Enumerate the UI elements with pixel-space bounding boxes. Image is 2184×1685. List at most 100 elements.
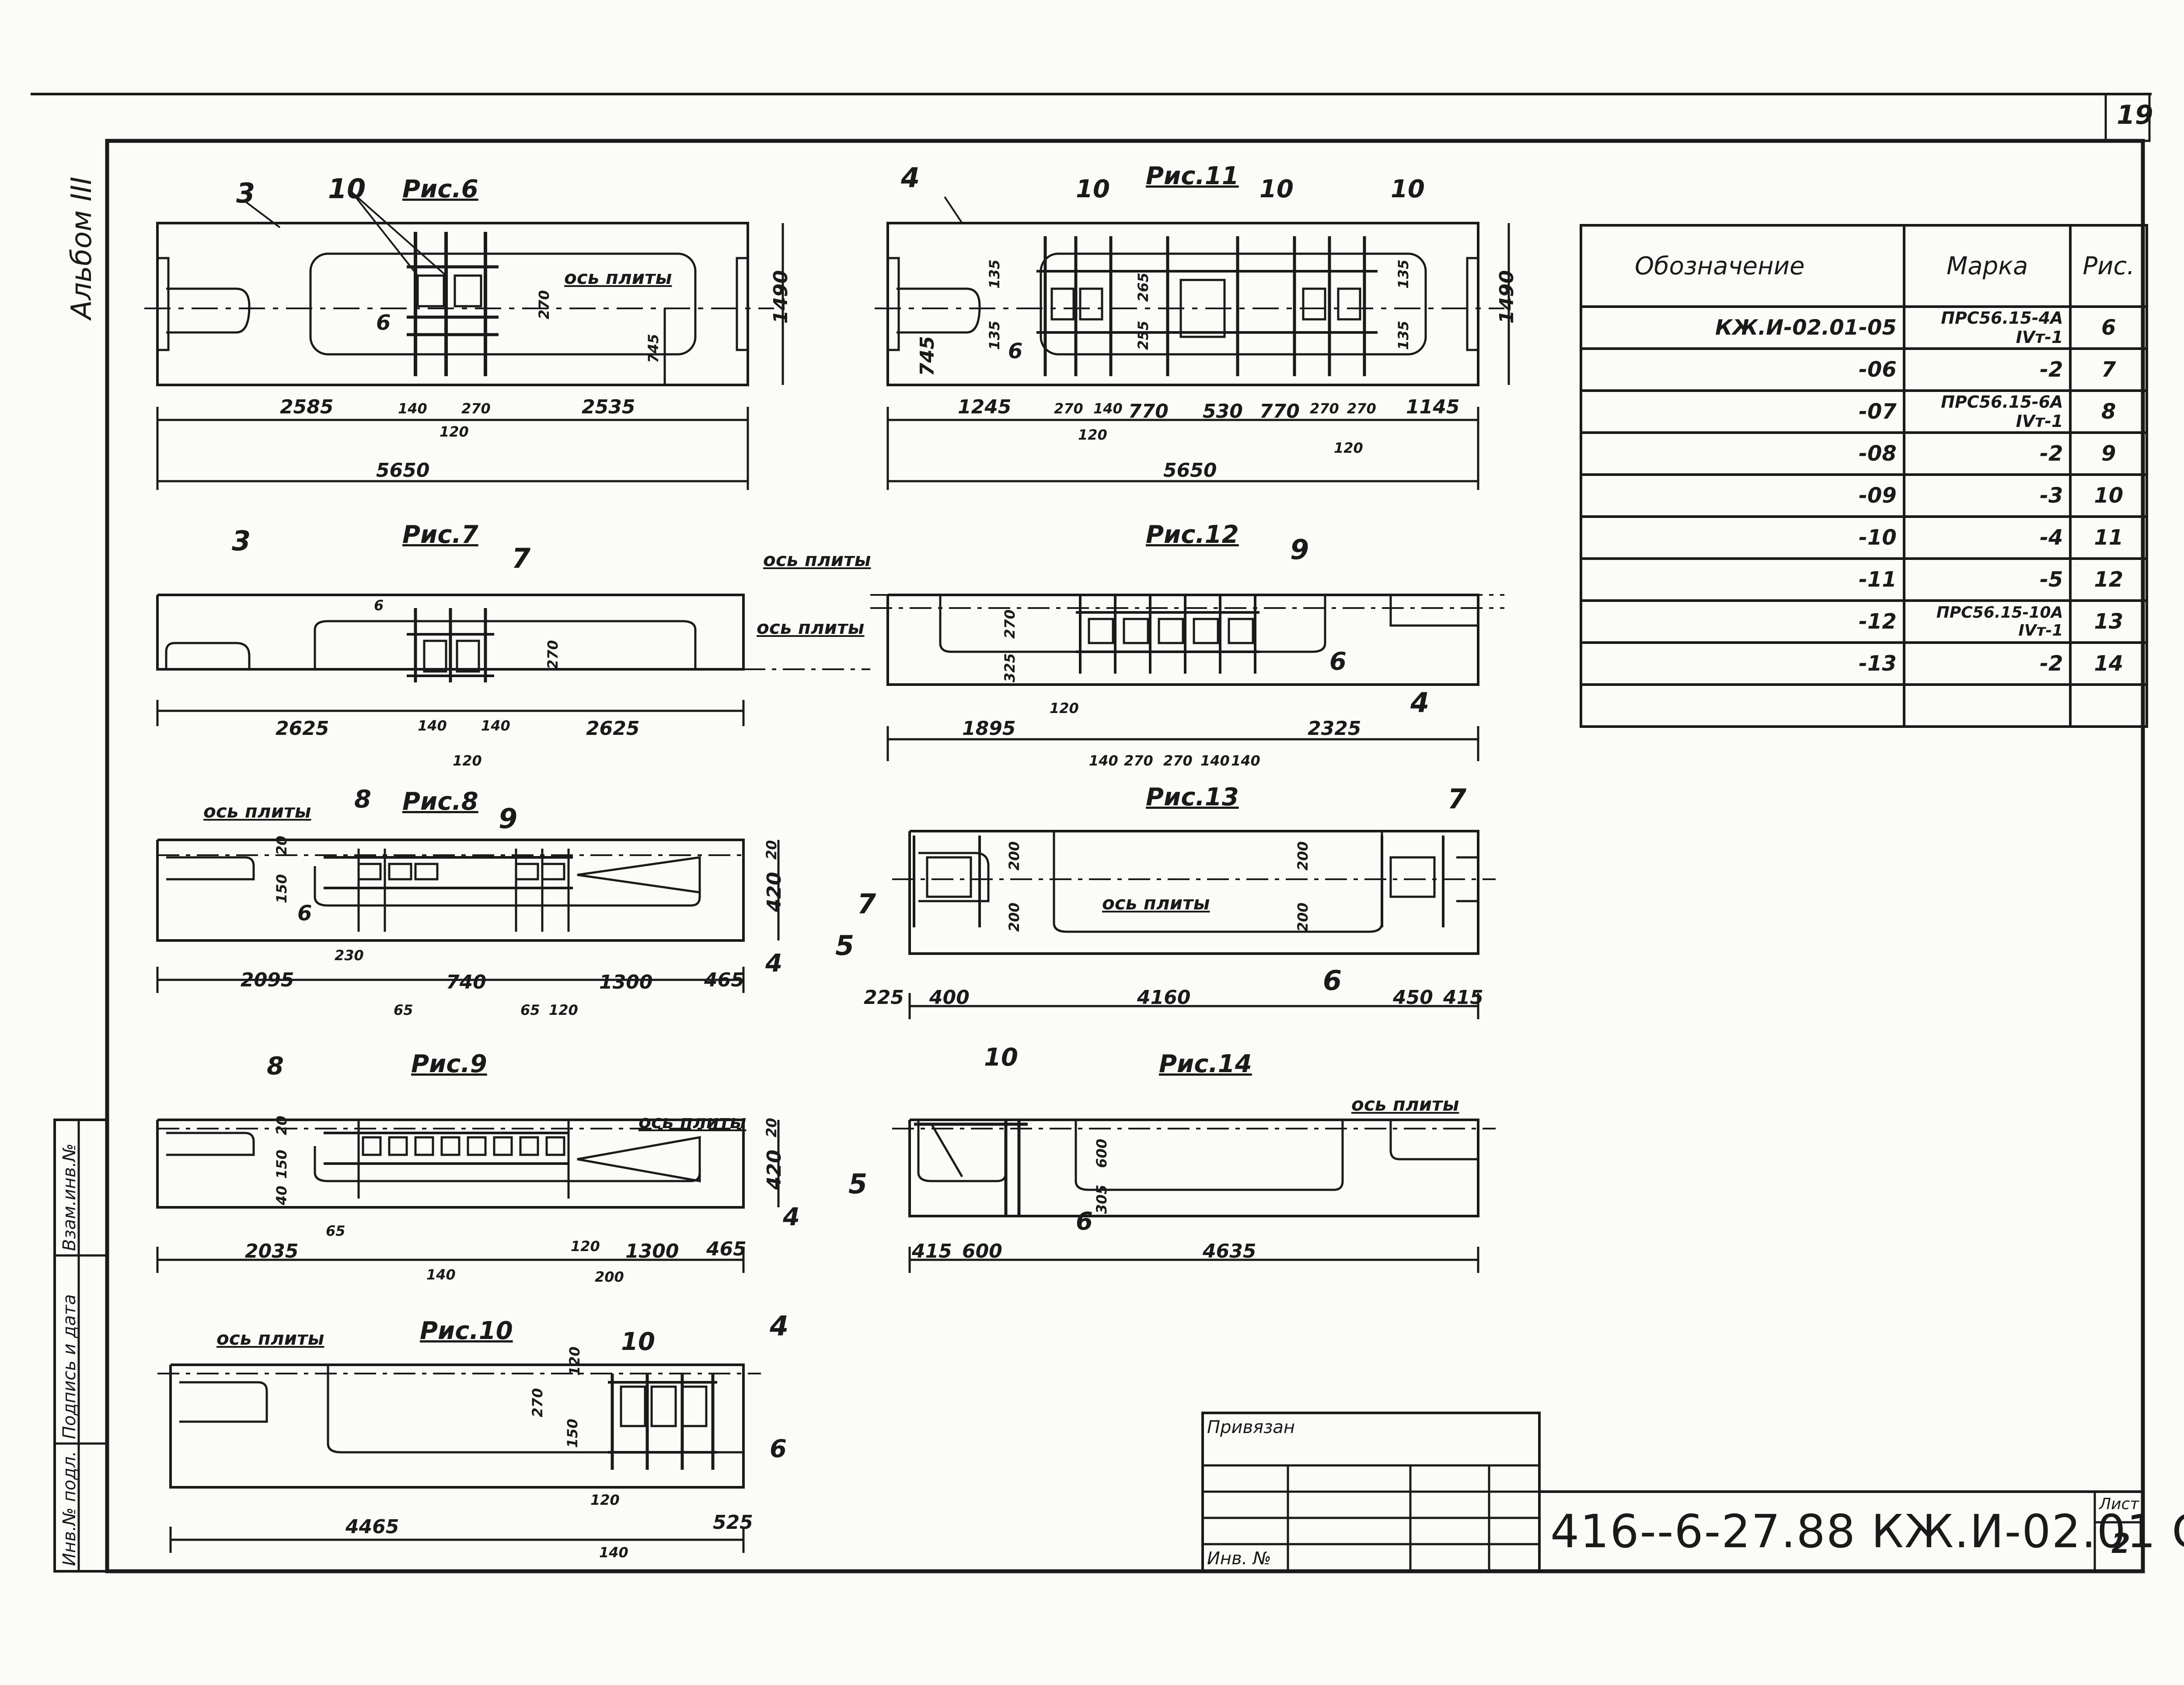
fig12-axis-top: ось плиты [763,549,871,570]
fig13-dim-450: 450 [1393,986,1433,1009]
fig12-callout-9: 9 [1290,534,1309,566]
cell-mark: ПРС56.15-10А IVт-1 [1902,599,2072,644]
fig8-dim-65b: 65 [520,1002,540,1018]
fig9-title: Рис.9 [411,1050,487,1078]
fig9-dim-465: 465 [706,1238,747,1260]
fig8-dim-20-right: 20 [763,840,780,860]
fig10-axis-label: ось плиты [216,1328,324,1349]
table-header-row: Обозначение Марка Рис. [1580,224,2148,308]
fig10-callout-10: 10 [621,1328,655,1356]
fig6-callout-10: 10 [328,173,366,205]
fig10-dim-4465: 4465 [345,1516,399,1538]
fig11-callout-10b: 10 [1259,175,1294,203]
fig14-callout-5: 5 [848,1168,868,1200]
fig11-dim-745: 745 [916,336,938,376]
fig14-dim-600: 600 [962,1240,1002,1262]
fig9-dim-2035: 2035 [245,1240,299,1262]
fig7-dim-140b: 140 [481,717,510,734]
cell-designation: -11 [1580,557,1905,602]
fig10-dim-120-bottom: 120 [590,1492,620,1508]
fig9-dim-20-right: 20 [763,1118,780,1137]
fig8-callout-8: 8 [354,785,371,814]
sheet-label: Лист [2099,1495,2139,1513]
fig11-callout-10a: 10 [1076,175,1110,203]
fig10-callout-6: 6 [770,1435,787,1463]
fig9-dim-1300: 1300 [625,1240,679,1262]
fig8-dim-420: 420 [763,872,785,912]
fig6-dim-1490: 1490 [770,270,792,324]
fig13-axis-label: ось плиты [1102,892,1210,914]
fig13-dim-415: 415 [1443,986,1483,1009]
fig13-callout-7-left: 7 [857,888,876,920]
fig11-callout-10c: 10 [1391,175,1425,203]
fig11-dim-135b: 135 [986,321,1003,350]
fig6-title: Рис.6 [402,175,478,203]
fig11-dim-120b: 120 [1334,440,1363,456]
fig10-dim-150: 150 [564,1419,581,1448]
fig12-dim-270a: 270 [1124,752,1153,769]
side-stamp-signature-date: Подпись и дата [59,1294,80,1439]
fig12-dim-2325: 2325 [1308,717,1361,740]
fig14-dim-4635: 4635 [1203,1240,1256,1262]
fig10-dim-270: 270 [529,1388,546,1417]
cell-designation [1580,683,1905,728]
fig11-dim-140: 140 [1093,400,1123,417]
cell-mark: -2 [1902,431,2072,476]
fig9-dim-200: 200 [595,1269,624,1285]
fig12-dim-120: 120 [1050,700,1079,717]
fig8-dim-1300: 1300 [599,971,653,993]
fig7-dim-2625b: 2625 [586,717,640,740]
cell-figure: 10 [2069,473,2148,518]
fig13-dim-4160: 4160 [1137,986,1191,1009]
fig7-dim-120: 120 [453,752,482,769]
fig8-dim-740: 740 [446,971,486,993]
col-header-designation: Обозначение [1580,224,1905,308]
fig11-dim-1490: 1490 [1496,270,1518,324]
cell-figure [2069,683,2148,728]
fig9-dim-140: 140 [426,1266,456,1283]
cell-mark: -2 [1902,641,2072,686]
fig9-axis-label: ось плиты [638,1111,747,1133]
fig13-callout-5: 5 [835,930,855,961]
fig11-dim-120a: 120 [1078,426,1107,443]
cell-designation: КЖ.И-02.01-05 [1580,305,1905,350]
fig12-dim-270b: 270 [1163,752,1193,769]
fig12-callout-4: 4 [1410,687,1430,719]
fig13-title: Рис.13 [1146,783,1239,811]
bound-label: Привязан [1207,1417,1295,1437]
fig6-axis-label: ось плиты [564,267,672,288]
fig12-dim-140b: 140 [1200,752,1230,769]
fig14-callout-6: 6 [1076,1207,1093,1236]
fig13-dim-200a: 200 [1006,841,1022,870]
fig14-callout-10: 10 [984,1043,1018,1072]
fig9-callout-8: 8 [267,1052,284,1080]
fig6-dim-2585: 2585 [280,396,334,418]
side-stamp-inv-original: Инв.№ подл. [59,1451,80,1566]
fig6-dim-120: 120 [440,423,469,440]
cell-mark: -3 [1902,473,2072,518]
fig10-callout-4: 4 [770,1310,789,1342]
fig13-dim-200b: 200 [1006,902,1022,932]
cell-mark: ПРС56.15-4А IVт-1 [1902,305,2072,350]
fig8-callout-4: 4 [765,949,782,978]
cell-mark: -5 [1902,557,2072,602]
fig12-dim-140a: 140 [1089,752,1118,769]
fig12-dim-325: 325 [1001,653,1018,682]
cell-figure: 12 [2069,557,2148,602]
fig9-dim-150: 150 [273,1150,290,1179]
fig9-callout-4: 4 [783,1203,800,1231]
fig13-dim-225: 225 [864,986,904,1009]
fig6-dim-270-vert: 270 [536,290,552,319]
fig13-callout-6: 6 [1323,965,1342,996]
fig12-callout-6: 6 [1329,647,1347,676]
fig14-axis-label: ось плиты [1351,1094,1459,1115]
fig11-title: Рис.11 [1146,162,1239,190]
fig12-title: Рис.12 [1146,521,1239,549]
sheet-number: 2 [2111,1528,2131,1559]
fig11-dim-770b: 770 [1259,400,1300,423]
